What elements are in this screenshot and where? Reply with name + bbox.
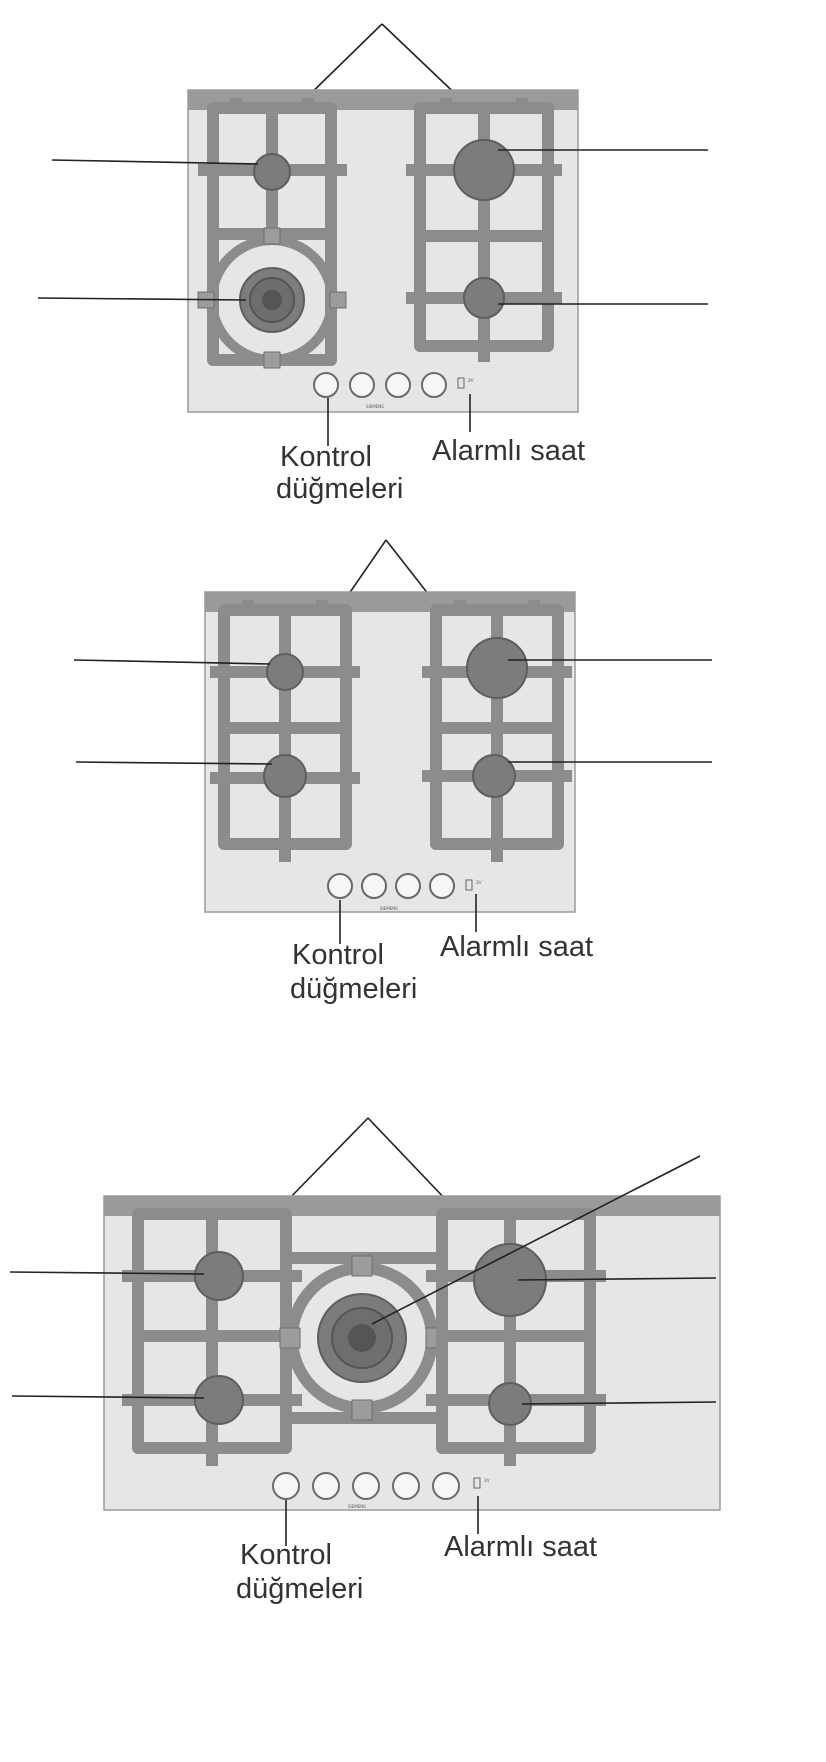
controls-label-line1: Kontrol (240, 1539, 332, 1571)
hob-2: 2h' SIEMENS Kontrol düğmeleri Alarmlı sa… (73, 539, 712, 1005)
hob-panel (204, 591, 576, 913)
burner-pointer-line (521, 1401, 717, 1405)
burner-medium (194, 1251, 244, 1301)
hob-panel (187, 89, 579, 413)
control-knobs[interactable] (272, 1472, 460, 1500)
burner-medium (194, 1375, 244, 1425)
burner-large (466, 637, 528, 699)
hob-3: 2h' SIEMENS Kontrol düğmeleri Alarmlı sa… (9, 1117, 721, 1605)
pan-support-center (279, 1252, 447, 1424)
wok-burner (317, 1293, 407, 1383)
timer-label: Alarmlı saat (440, 931, 593, 963)
alarm-timer-icon[interactable]: 2h' (465, 879, 482, 891)
controls-label-line1: Kontrol (280, 441, 372, 473)
brand-logo: SIEMENS (380, 906, 398, 911)
control-knobs[interactable] (327, 873, 455, 899)
burner-medium (263, 754, 307, 798)
wok-burner (239, 267, 305, 333)
burner-pointer-line (9, 1271, 205, 1275)
controls-label-line2: düğmeleri (236, 1573, 363, 1605)
timer-label: Alarmlı saat (444, 1531, 597, 1563)
timer-label: Alarmlı saat (432, 435, 585, 467)
brand-logo: SIEMENS (348, 1504, 366, 1509)
burner-pointer-line (51, 159, 259, 165)
brand-logo: SIEMENS (366, 404, 384, 409)
pan-support-pointer-line (367, 1117, 451, 1205)
controls-label-line1: Kontrol (292, 939, 384, 971)
burner-small (266, 653, 304, 691)
burner-medium (472, 754, 516, 798)
burner-pointer-line (371, 1155, 701, 1325)
burner-pointer-line (517, 1277, 717, 1281)
pan-support-pointer-line (283, 1117, 369, 1205)
burner-small (253, 153, 291, 191)
svg-text:2h': 2h' (476, 880, 482, 885)
hob-1: 2h' SIEMENS Kontrol düğmeleri Alarmlı sa… (37, 23, 708, 505)
burner-pointer-line (11, 1395, 205, 1399)
svg-text:2h': 2h' (468, 378, 474, 383)
control-knobs[interactable] (313, 372, 447, 398)
burner-large (453, 139, 515, 201)
controls-label-line2: düğmeleri (276, 473, 403, 505)
hob-panel (103, 1195, 721, 1511)
alarm-timer-icon[interactable]: 2h' (473, 1477, 490, 1489)
burner-medium (463, 277, 505, 319)
burner-pointer-line (37, 297, 247, 301)
burner-pointer-line (73, 659, 271, 665)
svg-text:2h': 2h' (484, 1478, 490, 1483)
controls-label-line2: düğmeleri (290, 973, 417, 1005)
alarm-timer-icon[interactable]: 2h' (457, 377, 474, 389)
burner-pointer-line (75, 761, 273, 765)
